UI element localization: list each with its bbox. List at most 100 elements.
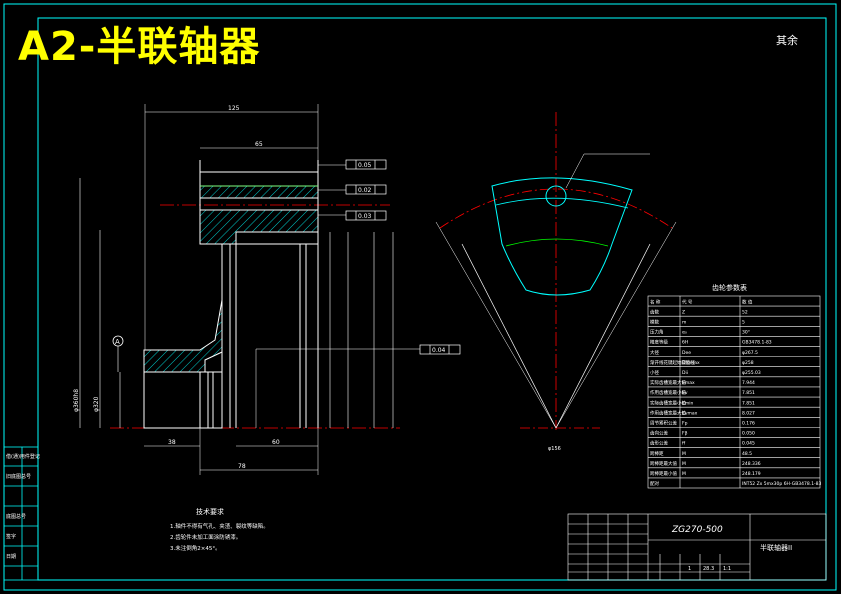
param-cell: 52 [742,309,748,315]
param-cell: m [682,320,686,325]
gear-rim [199,171,319,187]
title-sheet: 1 [688,566,691,572]
left-sidebar [3,446,39,581]
param-cell: INT52 Zx 5mx30p 6H-GB3478.1-83 [742,481,822,487]
datum-a-label: A [115,338,120,346]
dim-top-width: 125 [228,105,240,112]
tol-2: 0.02 [358,187,372,194]
param-cell: 7.851 [742,400,755,406]
tech-item-1: 2.齿轮件未加工面涂防锈漆。 [170,533,241,541]
title-scale: 1:1 [723,566,731,572]
param-cell: 6H [682,340,688,346]
tol-4: 0.04 [432,347,446,354]
param-cell: M [682,471,686,477]
param-cell: 248.179 [742,471,761,477]
param-cell: 跨棒距 [650,450,664,457]
param-cell: 压力角 [650,329,664,336]
param-cell: 248.336 [742,461,761,467]
tolerance-frame-2 [345,184,387,195]
param-cell: Dee [682,350,691,356]
param-cell: 跨棒距最小值 [650,470,677,477]
param-cell: 齿向公差 [650,430,668,437]
bolt-hole [545,185,567,207]
param-cell: Evmax [682,410,698,416]
sidebar-label-3: 签字 [6,533,16,540]
param-cell: M [682,451,686,457]
param-cell: 小径 [650,369,659,376]
param-cell: 齿形公差 [650,440,668,447]
param-header-cell: 名 称 [650,298,661,305]
param-cell: α₀ [682,331,687,336]
param-cell: 0.045 [742,441,755,447]
title-block [567,513,827,581]
tol-3: 0.03 [358,213,372,220]
tol-1: 0.05 [358,162,372,169]
param-cell: 实际齿槽宽最小值 [650,399,686,406]
param-cell: 齿数 [650,308,659,315]
param-cell: 渐开线花键起始圆直径 [650,359,695,366]
param-cell: 48.5 [742,451,752,457]
param-cell: 作用齿槽宽最大值 [650,409,686,416]
param-cell: Ev [682,390,688,396]
param-header-cell: 代 号 [682,298,693,305]
param-header-cell: 数 值 [742,298,753,305]
param-cell: 30° [742,330,750,336]
param-cell: Emin [682,400,693,406]
param-cell: φ267.5 [742,350,758,356]
param-table [647,295,821,489]
param-cell: GB3478.1-83 [742,340,772,346]
param-cell: 7.851 [742,390,755,396]
sidebar-label-1: 旧底图总号 [6,473,31,480]
param-cell: 大径 [650,349,659,356]
param-cell: 0.050 [742,431,755,437]
dim-left-dia2: φ320 [93,396,100,412]
param-cell: φ258 [742,360,754,366]
sector-view: φ156 [435,112,677,452]
sector-rad-label: φ156 [548,446,561,452]
sidebar-label-0: 借(通)用件登记 [6,453,40,460]
title-weight: 28.3 [703,566,714,572]
param-cell: Emax [682,380,695,386]
page-title: A2-半联轴器 [18,24,261,70]
param-cell: M [682,461,686,467]
tolerance-frame-3 [345,210,387,221]
param-cell: 7.944 [742,380,755,386]
param-cell: 跨棒距最大值 [650,460,677,467]
outer-frame [3,3,837,591]
param-cell: 精度等级 [650,339,668,346]
dim-bottom-left: 38 [168,439,176,446]
param-cell: 周节累积公差 [650,420,677,427]
tech-heading: 技术要求 [196,507,224,516]
drawing-number: ZG270-500 [671,525,723,535]
dim-bottom-mid: 60 [272,439,280,446]
tech-item-2: 3.未注倒角2×45°。 [170,544,221,552]
dim-inner-width: 65 [255,141,263,148]
param-cell: Dfemax [682,360,700,366]
param-cell: Fp [682,421,688,427]
param-cell: Z [682,309,685,315]
param-cell: φ255.03 [742,370,761,376]
param-table-heading: 齿轮参数表 [712,283,747,292]
param-cell: 0.176 [742,421,755,427]
param-cell: 8.027 [742,410,755,416]
section-view: 125 65 φ360h8 φ320 A 0.05 0.02 0.03 [73,104,461,475]
param-cell: Fβ [682,431,688,437]
param-cell: ff [682,441,686,447]
part-name: 半联轴器II [760,543,792,552]
roughness-note: 其余 [776,34,798,47]
dim-left-dia1: φ360h8 [73,389,80,412]
hub-section [143,371,223,429]
param-cell: 实际齿槽宽最大值 [650,379,686,386]
dim-bottom-total: 78 [238,463,246,470]
sidebar-label-4: 日期 [6,554,16,560]
sidebar-label-2: 底图总号 [6,513,26,520]
tolerance-frame-1 [345,159,387,170]
sector-outline [491,177,633,296]
tech-item-0: 1.轴件不得有气孔、夹渣、裂纹等缺陷。 [170,522,269,530]
param-cell: Dii [682,370,688,376]
param-cell: 作用齿槽宽最小值 [650,389,686,396]
tolerance-frame-4 [419,344,461,355]
inner-frame [37,17,827,581]
param-cell: 配对 [650,480,659,487]
